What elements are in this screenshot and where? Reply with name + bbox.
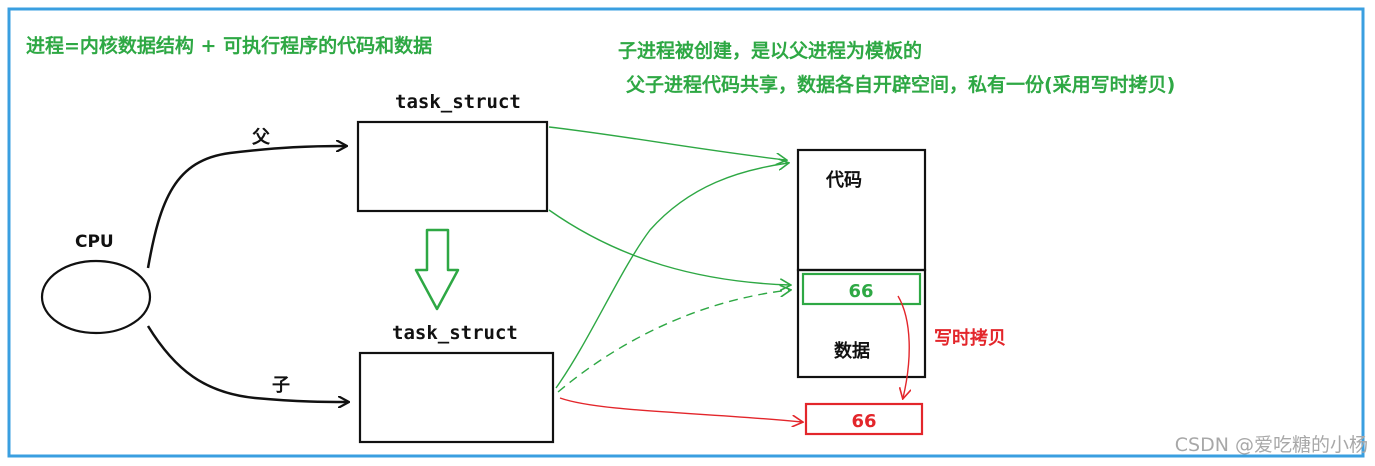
edge-cpu-to-parent xyxy=(146,146,346,269)
parent-task-label: task_struct xyxy=(395,91,521,113)
child-task-box xyxy=(358,351,555,444)
child-to-code-arrow xyxy=(555,163,788,389)
shared-value: 66 xyxy=(848,281,873,302)
parent-to-data-arrow xyxy=(548,209,790,285)
edge-child-label: 子 xyxy=(272,375,290,396)
parent-task-box xyxy=(356,120,549,213)
watermark: CSDN @爱吃糖的小杨 xyxy=(1175,434,1368,456)
fork-note-line1: 子进程被创建，是以父进程为模板的 xyxy=(618,39,922,62)
copied-value: 66 xyxy=(851,411,876,432)
child-task-label: task_struct xyxy=(392,322,518,344)
cpu-ellipse xyxy=(40,259,152,335)
parent-to-code-arrow xyxy=(548,126,786,160)
cow-down-arrow xyxy=(897,295,909,398)
shared-value-box xyxy=(801,272,922,306)
copied-value-box xyxy=(804,402,924,436)
memory-code-region xyxy=(796,148,927,272)
child-to-copy-arrow xyxy=(559,397,802,422)
memory-data-region xyxy=(796,268,927,379)
edge-parent-label: 父 xyxy=(252,127,271,148)
fork-note-line2: 父子进程代码共享，数据各自开辟空间，私有一份(采用写时拷贝) xyxy=(625,73,1175,96)
edge-cpu-to-child xyxy=(146,325,348,402)
data-label: 数据 xyxy=(834,340,870,362)
diagram-frame xyxy=(7,7,1365,458)
formula-note: 进程=内核数据结构 + 可执行程序的代码和数据 xyxy=(26,34,432,57)
cpu-label: CPU xyxy=(75,232,114,252)
fork-down-arrow xyxy=(414,228,460,311)
code-label: 代码 xyxy=(825,170,862,191)
cow-label: 写时拷贝 xyxy=(934,328,1006,349)
child-to-data-dashed-arrow xyxy=(557,290,790,393)
